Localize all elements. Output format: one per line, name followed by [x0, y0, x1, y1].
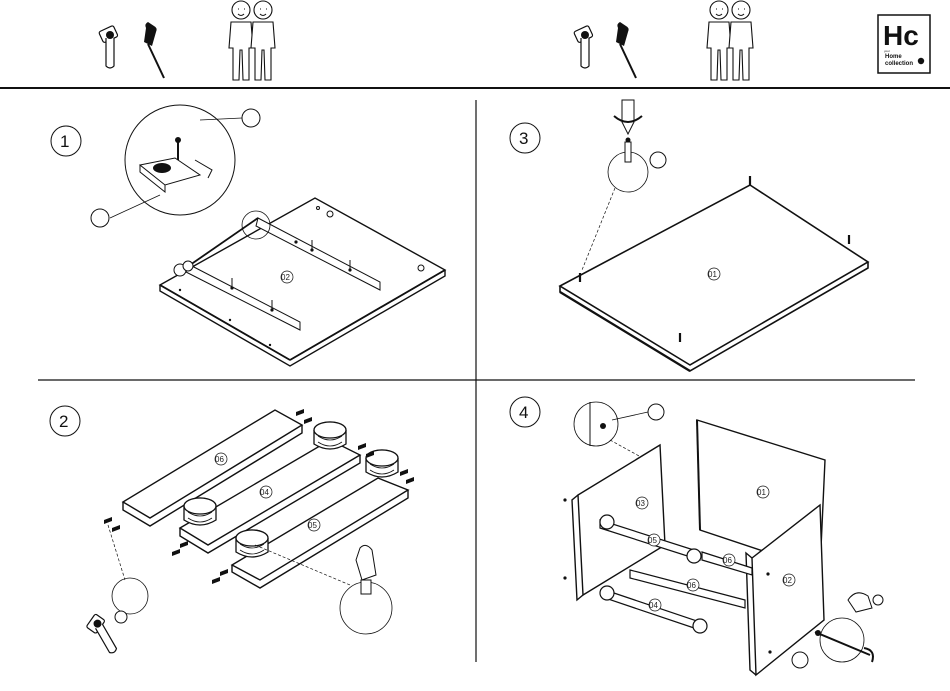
- step-number: 2: [59, 412, 68, 431]
- step-2-panel: 2 06 04 05: [50, 406, 414, 658]
- part-label: 01: [757, 488, 766, 497]
- part-label: 02: [783, 576, 792, 585]
- step-number: 3: [519, 129, 528, 148]
- part-label: 01: [708, 270, 717, 279]
- part-label: 04: [649, 601, 658, 610]
- part-label: 05: [308, 521, 317, 530]
- step-number: 1: [60, 132, 69, 151]
- step-4-panel: 4 01 03 02 05 06 06: [510, 397, 883, 675]
- part-label: 06: [215, 455, 224, 464]
- part-label: 04: [260, 488, 269, 497]
- part-label: 06: [723, 556, 732, 565]
- part-label: 06: [687, 581, 696, 590]
- brand-logo: Hc your Home collection: [878, 15, 930, 73]
- part-label: 05: [648, 536, 657, 545]
- header: Hc your Home collection: [0, 1, 950, 88]
- two-person-icon: [229, 1, 275, 80]
- screwdriver-icon: [616, 22, 636, 78]
- logo-line2: collection: [885, 61, 913, 67]
- step-1-panel: 1: [51, 105, 445, 366]
- hammer-icon: [99, 25, 119, 68]
- logo-tiny-text: your: [884, 49, 890, 53]
- step-number: 4: [519, 403, 528, 422]
- logo-line1: Home: [885, 54, 902, 60]
- hammer-icon: [574, 25, 594, 68]
- two-person-icon: [707, 1, 753, 80]
- part-label: 02: [281, 273, 290, 282]
- step-3-panel: 3 01: [510, 100, 868, 371]
- part-label: 03: [636, 499, 645, 508]
- logo-mark: Hc: [883, 20, 919, 51]
- screwdriver-icon: [144, 22, 164, 78]
